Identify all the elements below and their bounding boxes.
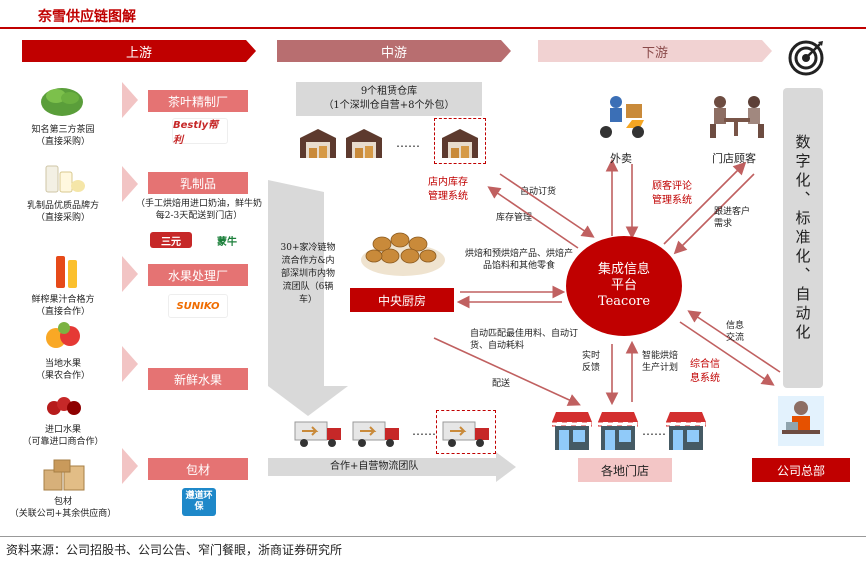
stage-upstream: 上游 <box>22 40 256 62</box>
source-imported-fruit: 进口水果 （可靠进口商合作） <box>22 425 104 447</box>
title-rule <box>0 27 866 29</box>
category-tea-factory: 茶叶精制厂 <box>148 90 248 112</box>
category-dairy: 乳制品 <box>148 172 248 194</box>
source-packaging: 包材 （关联公司+其余供应商） <box>9 497 117 519</box>
truck-ellipsis: …… <box>412 424 436 438</box>
stores-label: 各地门店 <box>578 458 672 482</box>
digitalization-text: 数字化、标准化、自动化 <box>793 133 812 343</box>
delivery-label: 配送 <box>492 379 511 389</box>
digitalization-banner: 数字化、标准化、自动化 <box>783 88 823 388</box>
central-kitchen: 中央厨房 <box>350 288 454 312</box>
realtime-label: 实时 反馈 <box>582 351 601 373</box>
page-title: 奈雪供应链图解 <box>38 9 136 25</box>
warehouse-ellipsis: …… <box>396 136 420 150</box>
store-icon <box>666 412 706 450</box>
headquarters-image <box>778 396 824 446</box>
platform-label: 集成信息 平台 Teacore <box>597 262 651 309</box>
inventory-mgmt-label: 库存管理 <box>496 213 533 223</box>
tracking-label: 跟进客户需求 <box>714 207 751 229</box>
warehouse-icon <box>346 129 382 158</box>
store-customers-image <box>710 96 764 138</box>
matching-label: 自动匹配最佳用料、自动订货、自动耗料 <box>470 329 579 351</box>
self-warehouse-frame <box>434 118 486 164</box>
dairy-image <box>45 165 85 193</box>
customer-label: 门店顾客 <box>712 152 756 165</box>
target-icon <box>788 40 824 76</box>
warehouse-icon <box>300 129 336 158</box>
logistics-team-label: 合作+自营物流团队 <box>330 461 419 472</box>
cherry-image <box>47 397 81 415</box>
category-fruit-processing: 水果处理厂 <box>148 264 248 286</box>
store-ellipsis: …… <box>642 424 666 438</box>
suniko-logo: SUNIKO <box>168 294 228 318</box>
review-system: 顾客评论 管理系统 <box>652 181 692 206</box>
pastry-image <box>361 232 445 276</box>
category-fresh-fruit: 新鲜水果 <box>148 368 248 390</box>
category-packaging: 包材 <box>148 458 248 480</box>
kitchen-note: 烘焙和预烘焙产品、烘焙产品馅料和其他零食 <box>464 249 573 271</box>
takeaway-scooter-image <box>600 96 644 138</box>
takeaway-label: 外卖 <box>610 152 632 165</box>
info-system: 综合信 息系统 <box>690 359 720 384</box>
logistics-arrow <box>268 180 348 416</box>
sanyuan-logo: 三元 <box>150 232 192 248</box>
logistics-note: 30+家冷链物流合作方&内部深圳市内物流团队（6辆车） <box>280 243 336 305</box>
local-fruit-image <box>46 322 80 348</box>
warehouse-icon <box>442 129 478 158</box>
inventory-system: 店内库存 管理系统 <box>428 177 468 202</box>
source-tea: 知名第三方茶园 （直接采购） <box>31 125 95 147</box>
source-dairy: 乳制品优质品牌方 （直接采购） <box>26 201 99 223</box>
truck-icon <box>442 421 489 447</box>
bestly-logo: Bestly帮利 <box>172 118 228 146</box>
info-exchange-label: 信息 交流 <box>726 321 745 343</box>
source-note: 资料来源：公司招股书、公司公告、窄门餐眼，浙商证券研究所 <box>6 543 343 557</box>
source-rule <box>0 536 866 537</box>
warehouse-note: 9个租赁仓库 （1个深圳仓自营+8个外包） <box>296 82 482 116</box>
self-truck-frame <box>436 410 496 454</box>
stage-downstream: 下游 <box>538 40 772 62</box>
store-icon <box>552 412 592 450</box>
headquarters-label: 公司总部 <box>752 458 850 482</box>
logistics-team-arrow <box>268 452 516 482</box>
truck-icon <box>294 421 341 447</box>
teacore-platform <box>566 236 682 336</box>
juice-image <box>56 256 77 288</box>
store-icon <box>598 412 638 450</box>
source-local-fruit: 当地水果 （果农合作） <box>35 359 90 381</box>
smart-plan-label: 智能烘焙 生产计划 <box>642 351 679 373</box>
source-juice: 鲜榨果汁合格方 （直接合作） <box>31 295 95 317</box>
tea-garden-image <box>41 88 83 116</box>
packaging-image <box>43 459 85 491</box>
stage-midstream: 中游 <box>277 40 511 62</box>
auto-order-label: 自动订货 <box>520 187 557 197</box>
zundao-logo: 遵道环保 <box>182 488 216 516</box>
dairy-note: （手工烘焙用进口奶油，鲜牛奶每2-3天配送到门店） <box>136 199 263 221</box>
mengniu-logo: 蒙牛 <box>217 236 237 248</box>
truck-icon <box>352 421 399 447</box>
